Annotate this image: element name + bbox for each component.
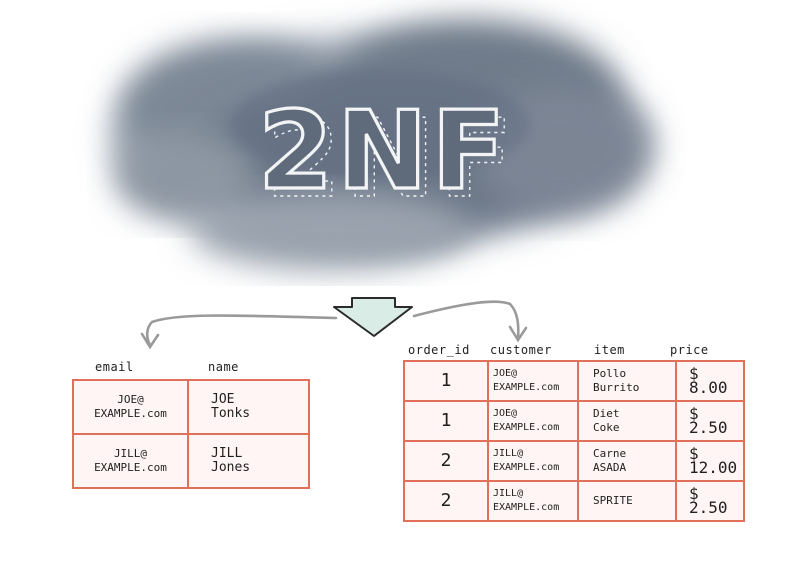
orders-table: 1 JOE@ EXAMPLE.com Pollo Burrito $ 8.00 …: [403, 360, 745, 522]
cell-order-id: 2: [403, 440, 489, 482]
cell-name: JOE Tonks: [187, 379, 310, 435]
left-header-name: name: [208, 360, 239, 374]
cell-customer: JOE@ EXAMPLE.com: [487, 360, 579, 402]
cell-item: Diet Coke: [577, 400, 677, 442]
right-header-order-id: order_id: [408, 343, 470, 357]
down-arrow-icon: [333, 297, 413, 337]
right-branch-arrow: [412, 300, 528, 343]
table-row: 2 JILL@ EXAMPLE.com SPRITE $ 2.50: [403, 480, 745, 522]
cell-price: $ 2.50: [675, 400, 745, 442]
right-header-price: price: [670, 343, 709, 357]
table-row: 1 JOE@ EXAMPLE.com Diet Coke $ 2.50: [403, 400, 745, 442]
left-header-email: email: [95, 360, 134, 374]
cell-order-id: 1: [403, 400, 489, 442]
table-row: 2 JILL@ EXAMPLE.com Carne ASADA $ 12.00: [403, 440, 745, 482]
cell-item: SPRITE: [577, 480, 677, 522]
cell-order-id: 2: [403, 480, 489, 522]
cell-item: Carne ASADA: [577, 440, 677, 482]
cell-email: JILL@ EXAMPLE.com: [72, 433, 189, 489]
cell-price: $ 12.00: [675, 440, 745, 482]
customers-table: JOE@ EXAMPLE.com JOE Tonks JILL@ EXAMPLE…: [72, 379, 310, 489]
table-row: JILL@ EXAMPLE.com JILL Jones: [72, 433, 310, 489]
cloud-background: [110, 20, 650, 270]
cloud-title: 2NF: [258, 89, 509, 214]
cell-item: Pollo Burrito: [577, 360, 677, 402]
cell-price: $ 2.50: [675, 480, 745, 522]
cell-customer: JILL@ EXAMPLE.com: [487, 480, 579, 522]
table-row: 1 JOE@ EXAMPLE.com Pollo Burrito $ 8.00: [403, 360, 745, 402]
cell-name: JILL Jones: [187, 433, 310, 489]
left-branch-arrow: [140, 314, 338, 350]
cell-order-id: 1: [403, 360, 489, 402]
cell-customer: JILL@ EXAMPLE.com: [487, 440, 579, 482]
table-row: JOE@ EXAMPLE.com JOE Tonks: [72, 379, 310, 435]
title-shadow: 2NF: [266, 97, 517, 222]
cell-email: JOE@ EXAMPLE.com: [72, 379, 189, 435]
right-header-item: item: [594, 343, 625, 357]
right-header-customer: customer: [490, 343, 552, 357]
cell-customer: JOE@ EXAMPLE.com: [487, 400, 579, 442]
cell-price: $ 8.00: [675, 360, 745, 402]
